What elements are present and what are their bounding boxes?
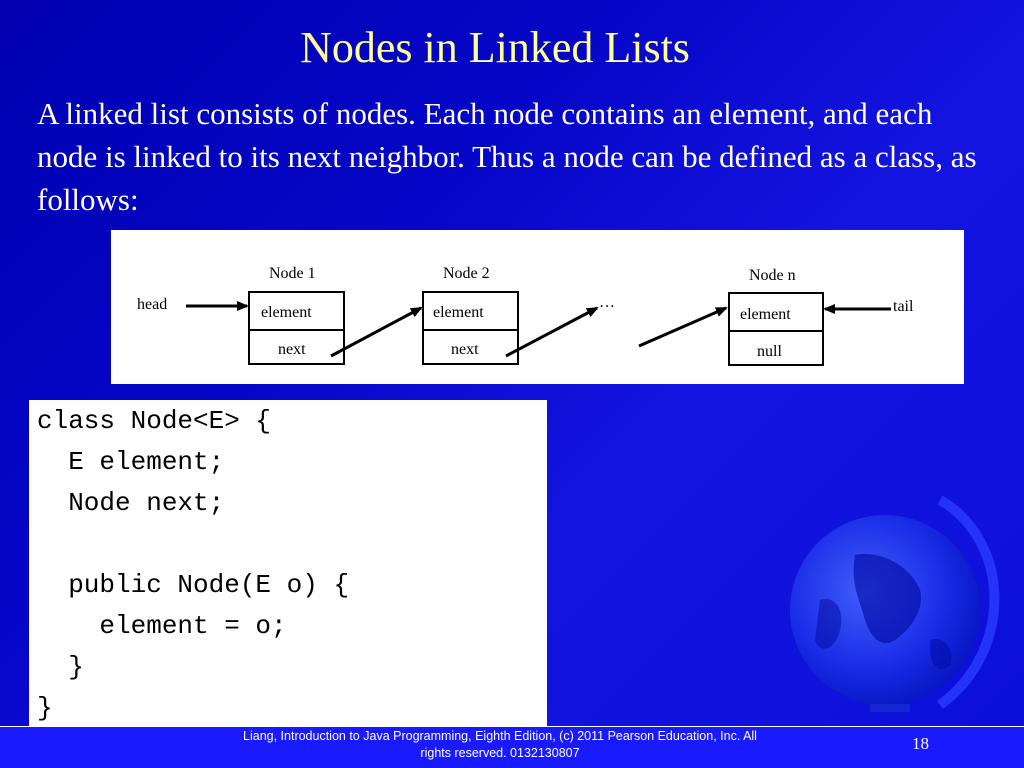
linked-list-diagram: head Node 1 element next Node 2 element …	[111, 230, 964, 384]
link-arrow-1	[330, 306, 423, 358]
code-line: public Node(E o) {	[37, 570, 350, 600]
code-line: }	[37, 693, 53, 723]
slide-title: Nodes in Linked Lists	[300, 23, 690, 72]
node-n-element: element	[740, 306, 791, 323]
node-1-element: element	[261, 304, 312, 321]
code-line: E element;	[37, 447, 225, 477]
node-1-title: Node 1	[269, 265, 316, 282]
linked-list-svg: head Node 1 element next Node 2 element …	[137, 265, 914, 366]
footer-divider	[0, 726, 1024, 727]
node-n-next: null	[757, 343, 782, 360]
node-1-box	[248, 291, 345, 365]
node-2-element: element	[433, 304, 484, 321]
node-2-title: Node 2	[443, 265, 490, 282]
code-line: class Node<E> {	[37, 406, 272, 436]
node-2-next: next	[451, 341, 479, 358]
code-listing: class Node<E> { E element; Node next; pu…	[29, 400, 547, 726]
node-2-box	[422, 291, 519, 365]
link-arrow-2	[505, 306, 599, 358]
code-line: element = o;	[37, 611, 287, 641]
globe-icon	[790, 495, 1000, 712]
code-line: }	[37, 652, 84, 682]
node-n-box	[728, 292, 824, 366]
node-1-next: next	[278, 341, 306, 358]
ellipsis: …	[599, 294, 615, 311]
footer-line-2: rights reserved. 0132130807	[420, 746, 580, 760]
tail-label: tail	[893, 298, 914, 315]
page-number: 18	[912, 734, 929, 753]
code-line: Node next;	[37, 488, 225, 518]
intro-paragraph: A linked list consists of nodes. Each no…	[37, 96, 977, 217]
footer-bar	[0, 726, 1024, 768]
link-arrow-3	[638, 306, 728, 348]
footer-line-1: Liang, Introduction to Java Programming,…	[243, 729, 757, 743]
head-label: head	[137, 296, 167, 313]
footer-copyright: Liang, Introduction to Java Programming,…	[200, 728, 800, 762]
node-n-title: Node n	[749, 267, 796, 284]
